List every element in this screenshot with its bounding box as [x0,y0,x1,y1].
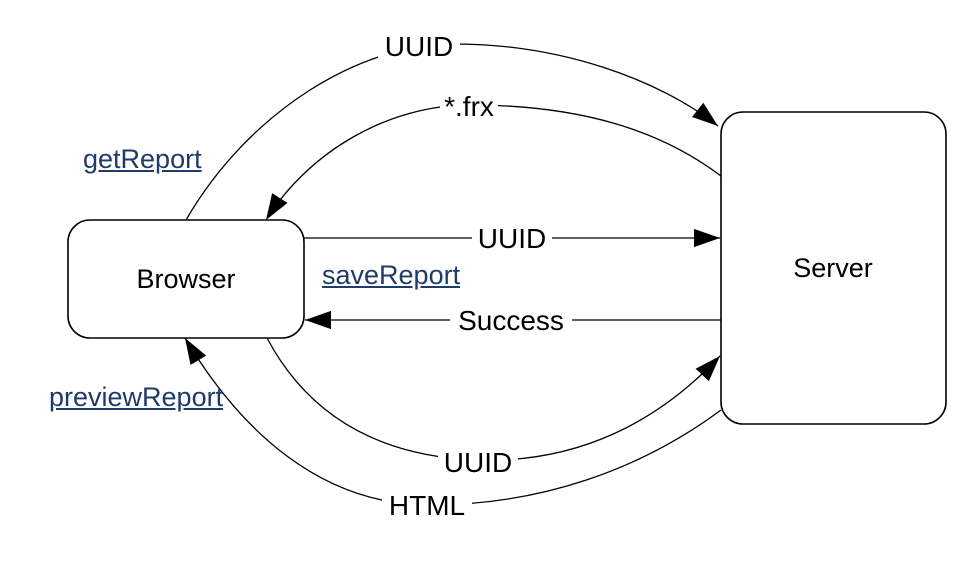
save-report-link[interactable]: saveReport [322,260,461,290]
get-response-arrow [265,104,722,221]
server-box [720,111,947,425]
get-request-label: UUID [385,31,453,62]
save-response-label-bg [450,304,572,336]
preview-request-label: UUID [444,447,512,478]
get-request-arrow [185,43,719,221]
save-request-label: UUID [478,223,546,254]
save-request-label-bg [472,222,552,254]
server-label: Server [793,253,873,283]
browser-label: Browser [136,264,235,294]
preview-request-label-bg [438,446,518,478]
browser-node: Browser [67,219,305,339]
get-report-link[interactable]: getReport [83,144,202,174]
preview-response-label: HTML [389,490,465,521]
preview-response-arrow [184,337,722,506]
preview-report-link[interactable]: previewReport [49,382,224,412]
get-request-label-bg [378,28,460,62]
server-node: Server [720,111,947,425]
get-response-label: *.frx [444,91,494,122]
preview-response-label-bg [382,489,472,521]
get-response-label-bg [440,90,498,120]
save-response-label: Success [458,305,564,336]
preview-request-arrow [266,337,721,461]
